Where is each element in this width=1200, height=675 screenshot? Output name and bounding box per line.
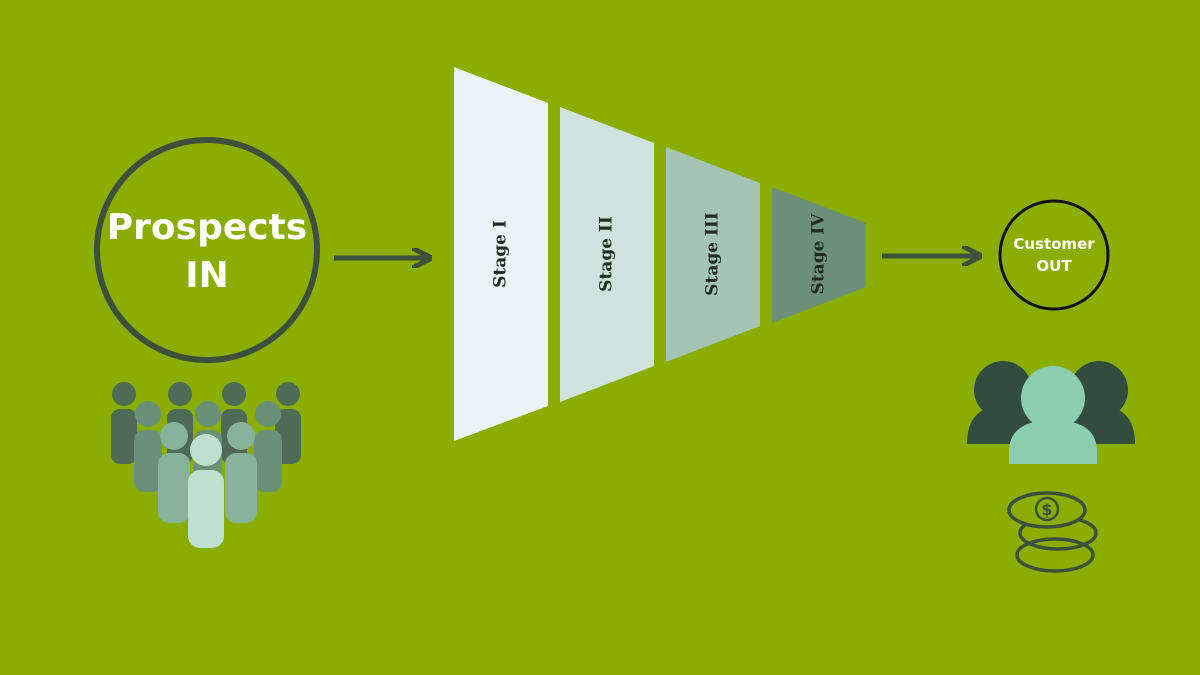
stage-4-label: Stage IV	[809, 213, 829, 295]
prospects-line1: Prospects	[106, 207, 308, 248]
stage-2-label: Stage II	[597, 216, 617, 292]
stage-2-segment	[560, 107, 654, 402]
people-crowd-icon	[111, 382, 301, 548]
stage-1-label: Stage I	[491, 220, 511, 288]
svg-text:$: $	[1041, 500, 1052, 519]
stage-3-label: Stage III	[703, 212, 723, 296]
prospects-circle	[94, 137, 320, 363]
stage-1-segment	[454, 67, 548, 441]
prospects-label: Prospects IN	[94, 204, 320, 300]
prospects-line2: IN	[185, 255, 229, 296]
funnel: Stage I Stage II Stage III Stage IV	[454, 67, 866, 441]
customer-group-icon	[967, 361, 1135, 464]
customer-label: Customer OUT	[1000, 233, 1108, 277]
stage-4-segment	[772, 187, 866, 323]
stage-3-segment	[666, 147, 760, 362]
customer-line2: OUT	[1036, 257, 1072, 275]
coin-stack-icon: $	[1007, 491, 1098, 573]
customer-line1: Customer	[1013, 235, 1095, 253]
customer-circle	[998, 199, 1110, 311]
